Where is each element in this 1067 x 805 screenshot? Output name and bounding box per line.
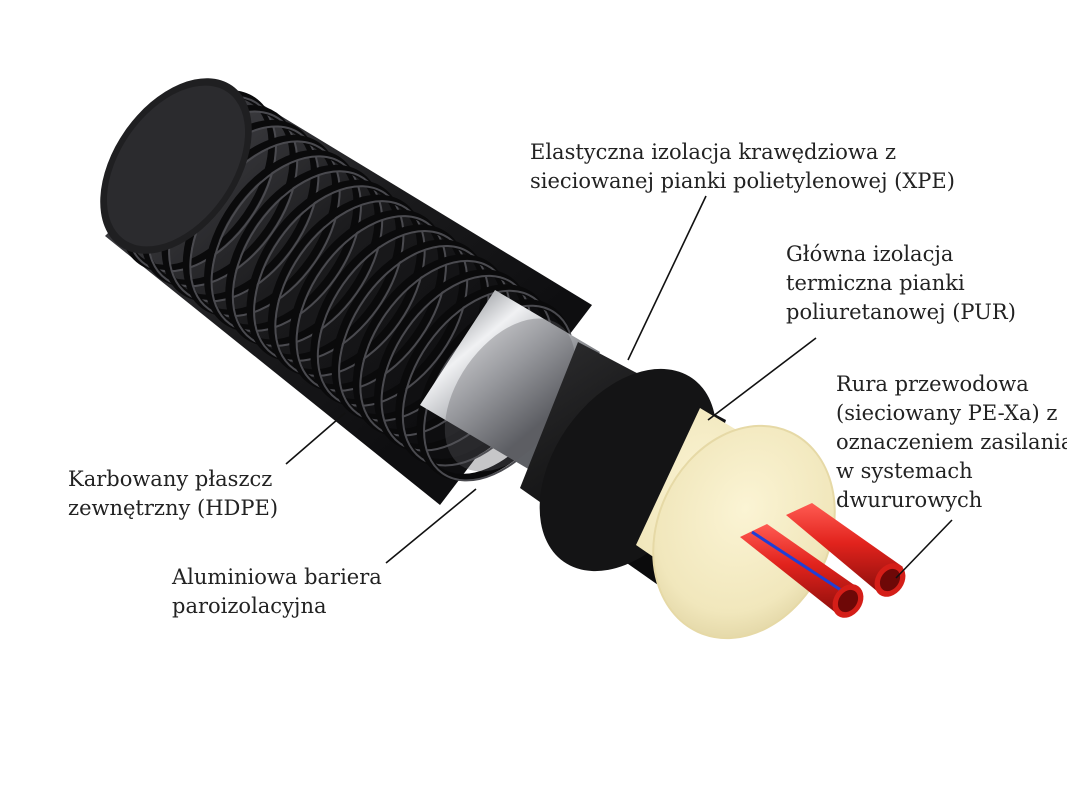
label-xpe-insulation: Elastyczna izolacja krawędziowa z siecio…	[530, 138, 955, 196]
return-pipe	[786, 503, 906, 597]
label-aluminium-barrier: Aluminiowa bariera paroizolacyjna	[172, 563, 382, 621]
label-line: w systemach	[836, 459, 973, 483]
label-line: Elastyczna izolacja krawędziowa z	[530, 140, 897, 164]
corrugation-highlight	[253, 185, 405, 362]
service-pipes	[740, 503, 906, 618]
supply-pipe	[740, 524, 864, 618]
label-line: termiczna pianki	[786, 271, 965, 295]
leader-line-xpe	[627, 195, 707, 361]
label-line: sieciowanej pianki polietylenowej (XPE)	[530, 169, 955, 193]
leader-line-alu	[385, 488, 477, 564]
label-line: (sieciowany PE-Xa) z	[836, 401, 1058, 425]
label-line: poliuretanowej (PUR)	[786, 300, 1016, 324]
label-line: paroizolacyjna	[172, 594, 327, 618]
leader-line-pex	[895, 519, 953, 579]
corrugation-highlight	[274, 200, 426, 377]
label-line: dwururowych	[836, 488, 983, 512]
label-line: oznaczeniem zasilania	[836, 430, 1067, 454]
leader-line-pur	[707, 337, 817, 421]
label-service-pipe: Rura przewodowa (sieciowany PE-Xa) z ozn…	[836, 370, 1067, 515]
label-line: Aluminiowa bariera	[172, 565, 382, 589]
label-hdpe-jacket: Karbowany płaszcz zewnętrzny (HDPE)	[68, 465, 278, 523]
corrugation-highlight	[210, 155, 362, 333]
label-line: Karbowany płaszcz	[68, 467, 273, 491]
corrugation-highlight	[295, 215, 447, 392]
label-line: Główna izolacja	[786, 242, 954, 266]
supply-stripe	[751, 530, 851, 598]
corrugation-highlight	[316, 230, 469, 407]
label-line: Rura przewodowa	[836, 372, 1029, 396]
pur-insulation	[636, 408, 836, 640]
label-pur-insulation: Główna izolacja termiczna pianki poliure…	[786, 240, 1016, 327]
label-line: zewnętrzny (HDPE)	[68, 496, 279, 520]
corrugation-highlight	[231, 170, 384, 347]
leader-line-hdpe	[285, 412, 346, 465]
